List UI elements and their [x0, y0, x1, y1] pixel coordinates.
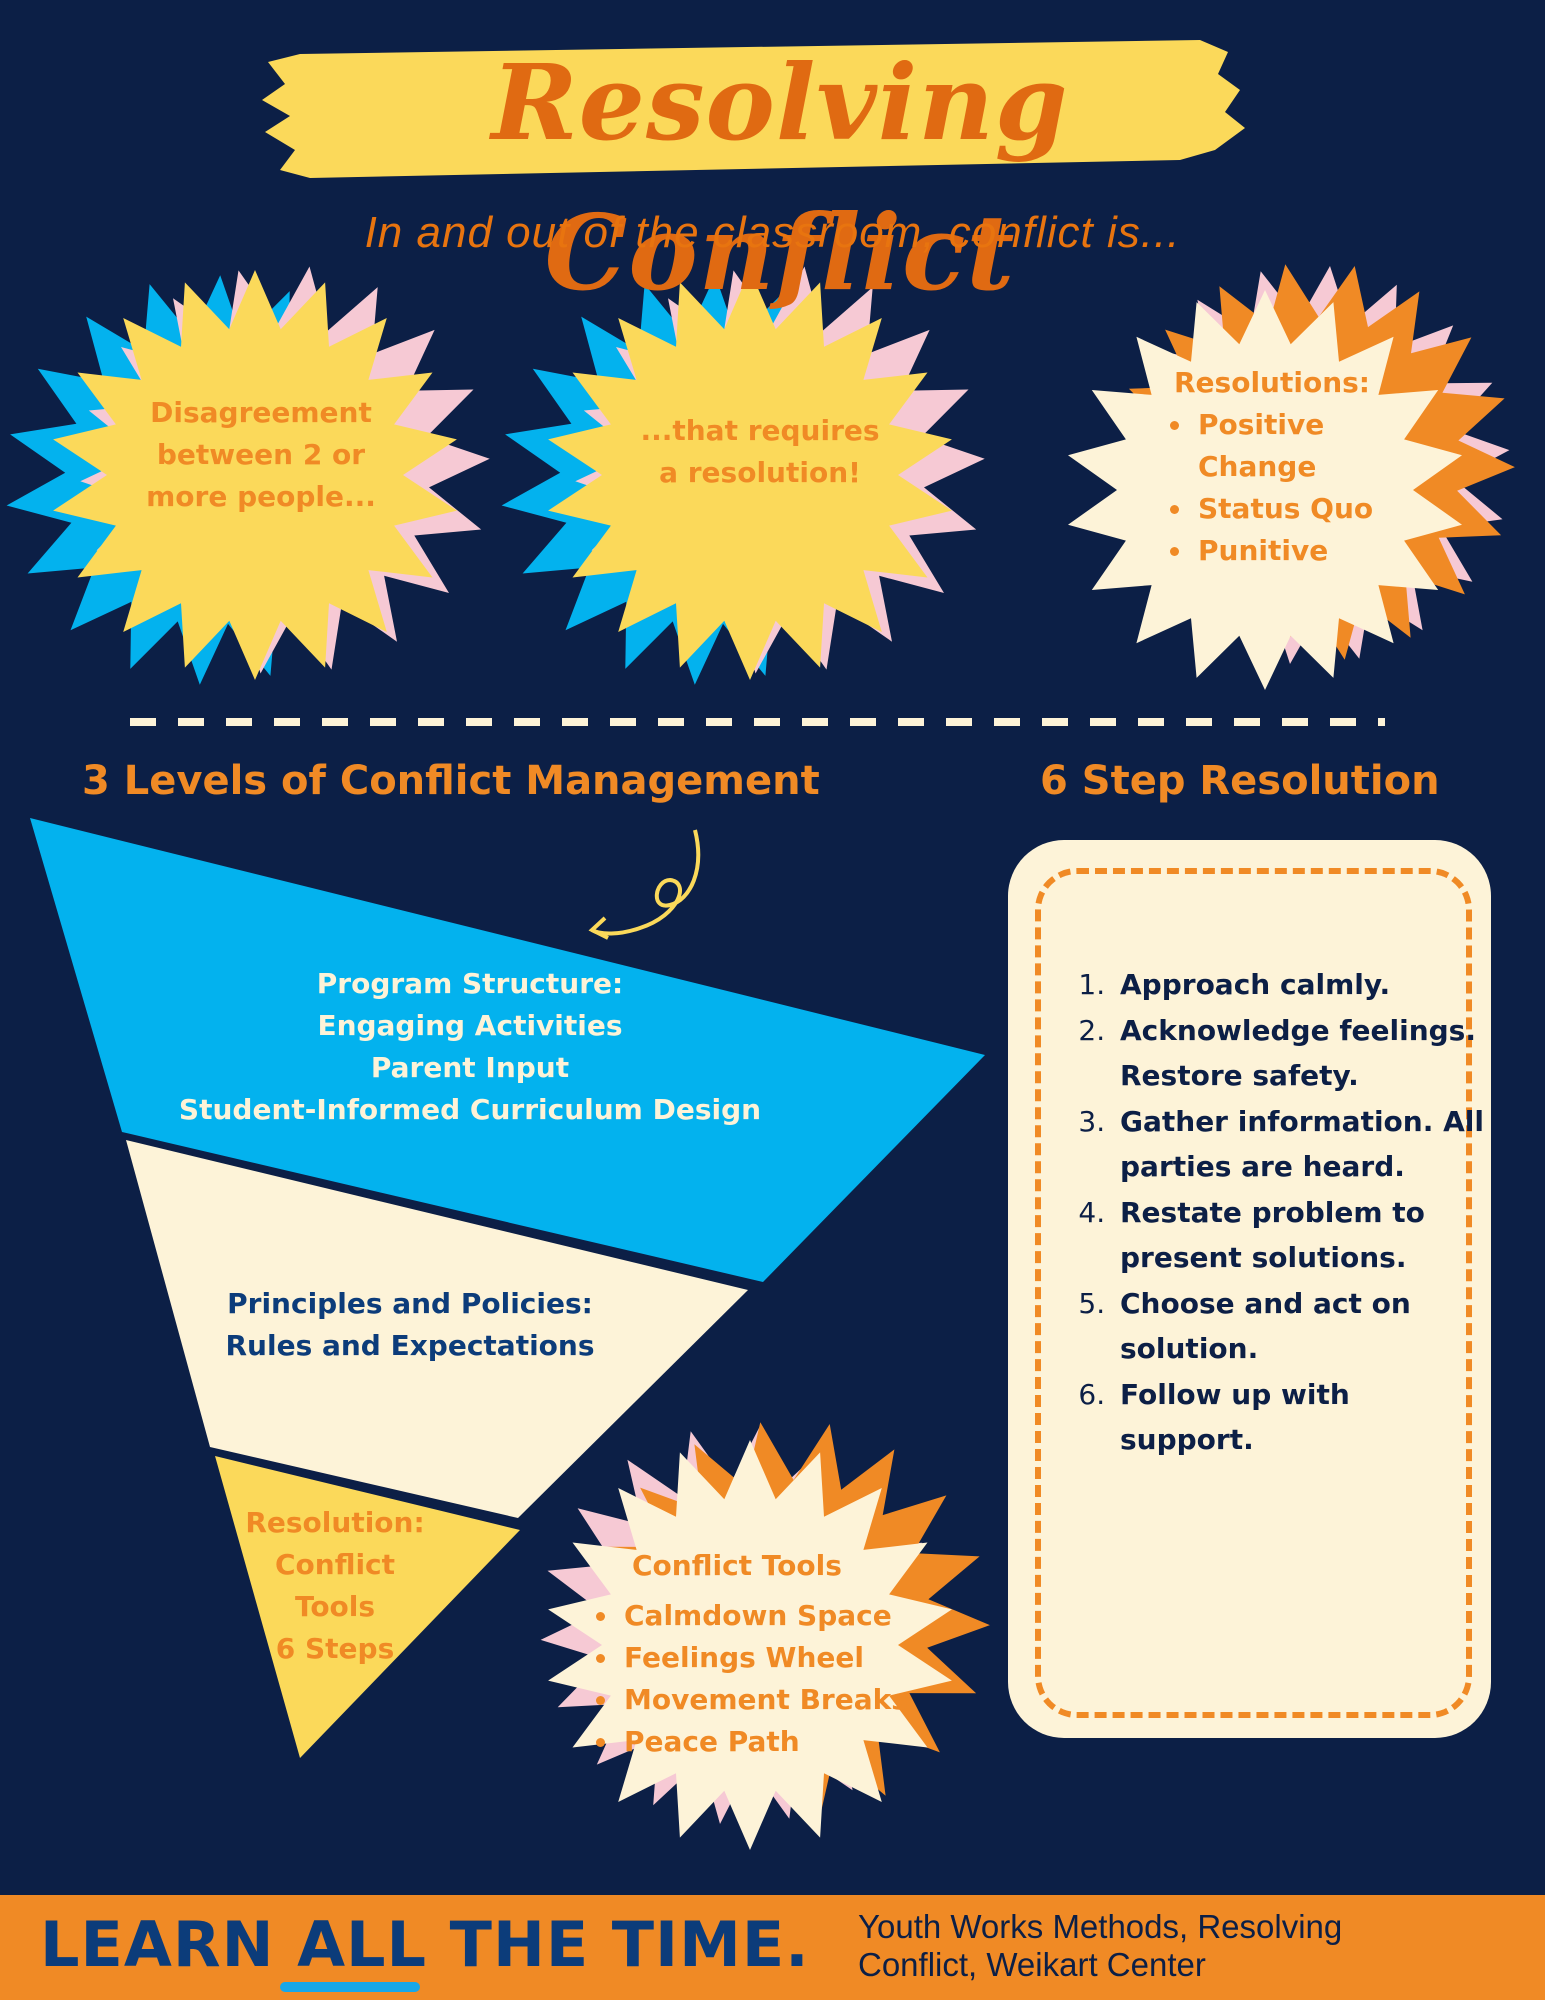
funnel-bottom-line: 6 Steps: [275, 1632, 395, 1665]
resolution-item: Positive Change: [1194, 404, 1384, 488]
funnel-bottom-line: Conflict: [274, 1548, 396, 1581]
burst-resolutions: Resolutions: Positive Change Status Quo …: [1150, 362, 1470, 572]
levels-heading: 3 Levels of Conflict Management: [82, 758, 820, 804]
step-item: Restate problem to present solutions.: [1114, 1190, 1484, 1281]
page-title: Resolving Conflict: [491, 41, 1069, 314]
funnel-top-text: Program Structure: Engaging Activities P…: [130, 963, 810, 1131]
conflict-tools-title: Conflict Tools: [632, 1549, 842, 1582]
slogan-underline: [280, 1982, 420, 1992]
tool-item: Feelings Wheel: [620, 1637, 942, 1679]
tool-item: Peace Path: [620, 1721, 942, 1763]
step-item: Approach calmly.: [1114, 962, 1484, 1008]
conflict-tools: Conflict Tools Calmdown Space Feelings W…: [582, 1545, 942, 1763]
tool-item: Movement Breaks: [620, 1679, 942, 1721]
funnel-middle-line: Principles and Policies:: [227, 1287, 593, 1320]
funnel-top-line: Student-Informed Curriculum Design: [178, 1093, 762, 1126]
footer-credit: Youth Works Methods, Resolving Conflict,…: [858, 1908, 1343, 1983]
resolutions-list: Positive Change Status Quo Punitive: [1150, 404, 1384, 572]
funnel-bottom-text: Resolution: Conflict Tools 6 Steps: [225, 1502, 445, 1670]
funnel-top-line: Engaging Activities: [317, 1009, 623, 1042]
step-item: Acknowledge feelings. Restore safety.: [1114, 1008, 1484, 1099]
funnel-bottom: [215, 1456, 520, 1758]
burst-1-front: [53, 270, 457, 680]
resolution-item: Status Quo: [1194, 488, 1384, 530]
funnel-top: [30, 818, 985, 1282]
slogan-part: LEARN: [40, 1908, 298, 1981]
burst-requires-text: ...that requires a resolution!: [640, 414, 880, 489]
slogan-part: THE TIME.: [427, 1908, 810, 1981]
funnel-middle-text: Principles and Policies: Rules and Expec…: [180, 1283, 640, 1367]
tools-front: [548, 1440, 952, 1850]
steps-card: [1008, 840, 1491, 1738]
footer-bar: [0, 1895, 1545, 2000]
burst-3-front: [1068, 290, 1462, 690]
step-item: Follow up with support.: [1114, 1372, 1484, 1463]
steps-card-border: [1035, 868, 1472, 1718]
resolutions-title: Resolutions:: [1174, 366, 1370, 399]
funnel-top-line: Program Structure:: [316, 967, 624, 1000]
page-subtitle: In and out of the classroom, conflict is…: [364, 208, 1181, 257]
steps-heading: 6 Step Resolution: [1040, 758, 1440, 804]
funnel-middle-line: Rules and Expectations: [225, 1329, 595, 1362]
tool-item: Calmdown Space: [620, 1595, 942, 1637]
title-highlight: [262, 40, 1245, 178]
funnel-top-line: Parent Input: [370, 1051, 570, 1084]
funnel-middle: [126, 1140, 748, 1518]
burst-disagreement-text: Disagreement between 2 or more people...: [146, 396, 376, 513]
funnel-bottom-line: Resolution:: [245, 1506, 425, 1539]
footer-slogan: LEARN ALL THE TIME.: [40, 1908, 810, 1981]
burst-2-front: [548, 270, 952, 680]
slogan-all: ALL: [297, 1908, 428, 1981]
arrow-head: [588, 916, 609, 940]
step-item: Gather information. All parties are hear…: [1114, 1099, 1484, 1190]
conflict-tools-list: Calmdown Space Feelings Wheel Movement B…: [582, 1595, 942, 1763]
resolution-item: Punitive: [1194, 530, 1384, 572]
steps-list: Approach calmly. Acknowledge feelings. R…: [1078, 962, 1484, 1463]
funnel-bottom-line: Tools: [294, 1590, 376, 1623]
curly-arrow: [590, 829, 701, 936]
step-item: Choose and act on solution.: [1114, 1281, 1484, 1372]
